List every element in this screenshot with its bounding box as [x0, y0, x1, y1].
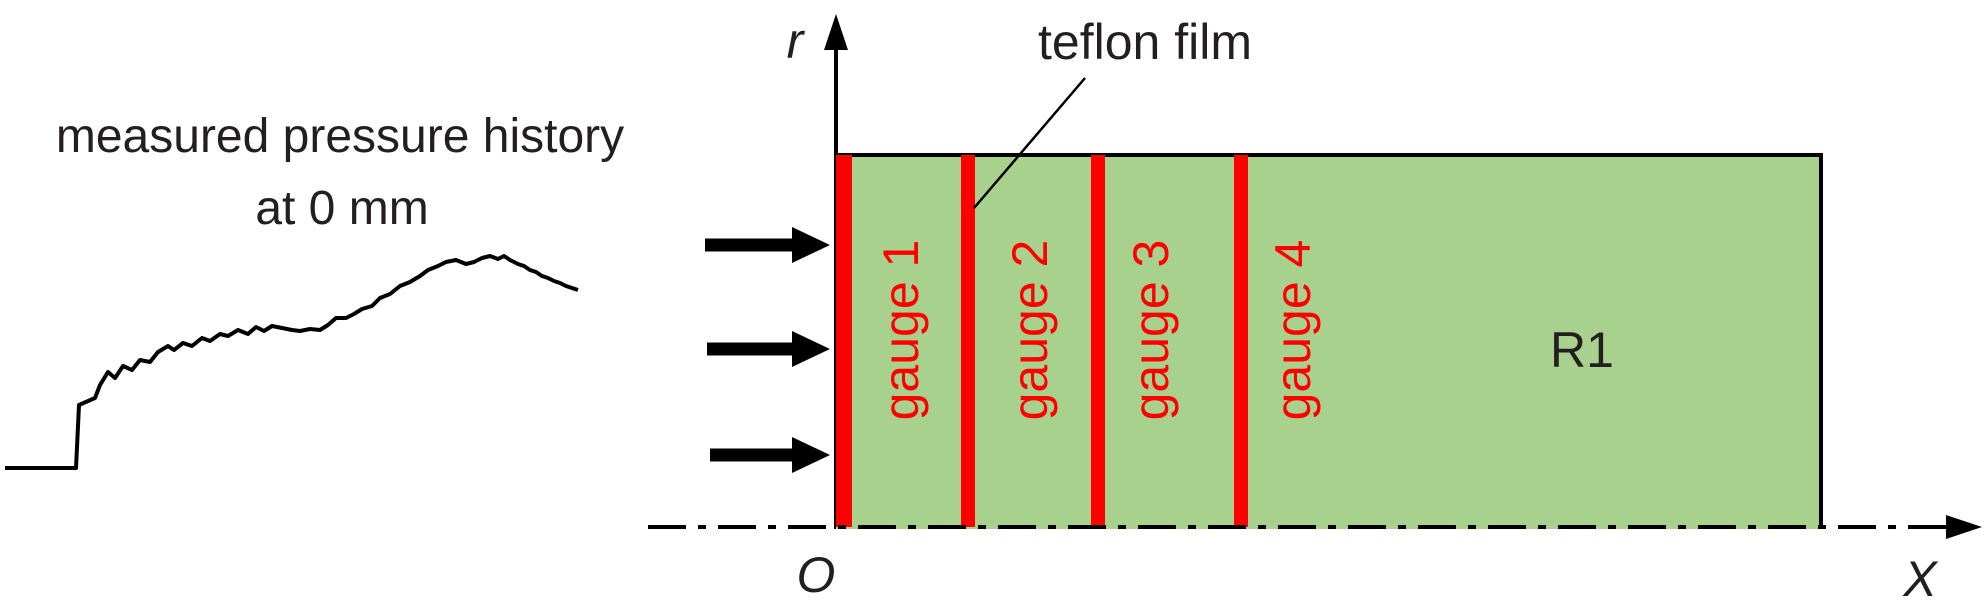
origin-label: O [797, 547, 836, 602]
gauge-4-label: gauge 4 [1265, 240, 1321, 421]
region-label: R1 [1550, 322, 1614, 378]
specimen-region [834, 153, 1823, 529]
pressure-history-title-line2: at 0 mm [255, 182, 428, 235]
load-arrow [705, 227, 830, 263]
pressure-history-panel: measured pressure history at 0 mm [5, 110, 624, 470]
gauge-4-strip [1234, 155, 1248, 527]
load-arrows [705, 227, 830, 473]
gauge-3-label: gauge 3 [1123, 240, 1179, 421]
gauge-strips [836, 155, 1248, 527]
load-arrow [710, 437, 830, 473]
teflon-film-leader [973, 77, 1086, 209]
pressure-history-title-line1: measured pressure history [56, 110, 624, 163]
gauge-2-label: gauge 2 [1002, 240, 1058, 421]
x-axis-label: X [1902, 551, 1938, 602]
r-axis-label: r [787, 13, 806, 69]
gauge-2-strip [961, 155, 975, 527]
load-arrow [707, 331, 830, 367]
pressure-history-curve [5, 254, 579, 470]
x-axis-arrowhead [1946, 515, 1982, 539]
gauge-1-strip [836, 155, 852, 527]
gauge-1-label: gauge 1 [873, 240, 929, 421]
gauge-labels: gauge 1 gauge 2 gauge 3 gauge 4 [873, 240, 1321, 421]
r-axis-arrowhead [824, 14, 848, 50]
gauge-3-strip [1091, 155, 1105, 527]
teflon-film-label: teflon film [1038, 14, 1252, 70]
